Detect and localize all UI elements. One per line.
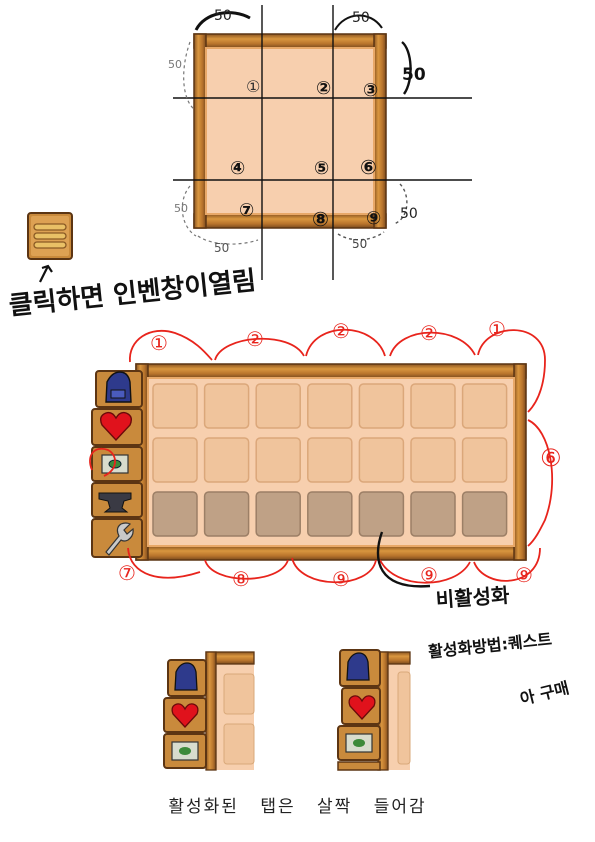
inventory-slot-locked <box>410 491 456 537</box>
inventory-slot[interactable] <box>152 383 198 429</box>
frame-top <box>193 33 387 49</box>
cell-number: ⑥ <box>360 155 377 179</box>
inventory-slot-locked <box>255 491 301 537</box>
inventory-slot[interactable] <box>152 437 198 483</box>
tab-quest[interactable] <box>337 725 381 761</box>
tab-quest[interactable] <box>163 733 207 769</box>
tab-backpack[interactable] <box>339 649 381 687</box>
tab-backpack[interactable] <box>167 659 207 697</box>
inventory-slots <box>152 383 508 537</box>
inventory-slot[interactable] <box>203 437 250 483</box>
inventory-slot[interactable] <box>358 383 405 429</box>
inventory-slot[interactable] <box>461 437 508 483</box>
pointer-line <box>376 531 431 588</box>
inventory-slot-locked <box>307 491 353 537</box>
svg-text:50: 50 <box>352 237 367 251</box>
margin-label: 50 <box>214 8 232 24</box>
cell-number: ② <box>316 78 331 99</box>
inventory-slot-locked <box>152 491 198 537</box>
anvil-icon <box>98 492 132 513</box>
tab-example-left <box>163 651 255 771</box>
section-number: ② <box>420 321 438 345</box>
section-number: ① <box>488 317 506 341</box>
backpack-icon <box>174 662 198 691</box>
cell-number: ⑤ <box>314 158 329 179</box>
heart-icon <box>171 703 199 728</box>
section-numbers: ① ② ② ② ① ⑥ ⑦ ⑧ ⑨ ⑨ ⑨ <box>118 317 562 591</box>
section-number: ⑨ <box>515 563 533 587</box>
caption: 활성화된 탭은 살짝 들어감 <box>168 797 427 817</box>
cell-number: ⑨ <box>366 208 381 229</box>
section-number: ⑧ <box>232 567 250 591</box>
cell-number: ③ <box>363 80 378 101</box>
margin-label: 50 <box>214 241 229 255</box>
backpack-icon <box>346 652 370 681</box>
section-number: ⑦ <box>118 561 136 585</box>
backpack-icon <box>105 371 132 403</box>
inventory-slot[interactable] <box>255 437 301 483</box>
cell-number: ① <box>246 77 260 96</box>
tab-quest[interactable] <box>91 446 143 482</box>
inventory-slot[interactable] <box>410 383 456 429</box>
tab-settings[interactable] <box>91 518 143 558</box>
menu-button[interactable] <box>27 212 73 260</box>
cell-number: ⑦ <box>239 200 254 221</box>
inactive-note-line: 활성화방법:퀘스트 <box>427 630 553 662</box>
heart-icon <box>99 411 133 442</box>
inventory-tabs <box>91 370 143 558</box>
hamburger-bar <box>33 241 67 249</box>
margin-label: 50 <box>402 65 426 85</box>
margin-label: 50 <box>400 206 418 222</box>
nine-slice-panel <box>200 38 380 224</box>
section-number: ② <box>246 327 264 351</box>
section-number: ⑥ <box>540 444 562 472</box>
margin-label: 50 <box>174 202 188 215</box>
inventory-slot-locked <box>461 491 508 537</box>
tab-heart[interactable] <box>163 697 207 733</box>
inventory-slot-locked <box>203 491 250 537</box>
tab-example-right <box>337 649 411 771</box>
section-number: ① <box>150 331 168 355</box>
frame-right <box>373 33 387 229</box>
inactive-note: 비활성화 활성화방법:퀘스트 아 구매 <box>427 583 571 709</box>
frame-bottom <box>193 213 387 229</box>
quest-scroll-icon <box>171 741 199 761</box>
arrow-icon <box>39 264 53 283</box>
inactive-note-line: 아 구매 <box>518 678 571 708</box>
section-number: ⑨ <box>420 563 438 587</box>
nine-slice-diagram: ① ② ③ ④ ⑤ ⑥ ⑦ ⑧ ⑨ 50 50 50 50 50 50 50 5… <box>168 5 472 280</box>
heart-icon <box>348 695 376 720</box>
inventory-slot[interactable] <box>307 383 353 429</box>
cell-number: ④ <box>230 158 245 179</box>
hamburger-bar <box>33 223 67 231</box>
wrench-icon <box>105 522 134 556</box>
frame-left <box>193 33 207 229</box>
section-number: ② <box>332 319 350 343</box>
margin-label: 50 <box>352 10 370 26</box>
quest-scroll-icon <box>345 733 373 753</box>
margin-label: 50 <box>168 58 182 71</box>
inactive-note-line: 비활성화 <box>435 583 511 612</box>
inventory-slot[interactable] <box>358 437 405 483</box>
hamburger-bar <box>33 232 67 240</box>
inventory-slot[interactable] <box>255 383 301 429</box>
inventory-slot-locked <box>358 491 405 537</box>
red-annotations <box>89 328 553 584</box>
tab-backpack[interactable] <box>95 370 143 408</box>
tab-crafting[interactable] <box>91 482 143 518</box>
cell-number: ⑧ <box>312 207 329 231</box>
inventory-slot[interactable] <box>307 437 353 483</box>
tab-heart-active[interactable] <box>341 687 381 725</box>
inventory-slot[interactable] <box>410 437 456 483</box>
inventory-slot[interactable] <box>461 383 508 429</box>
section-number: ⑨ <box>332 567 350 591</box>
inventory-slot[interactable] <box>203 383 250 429</box>
tab-heart[interactable] <box>91 408 143 446</box>
